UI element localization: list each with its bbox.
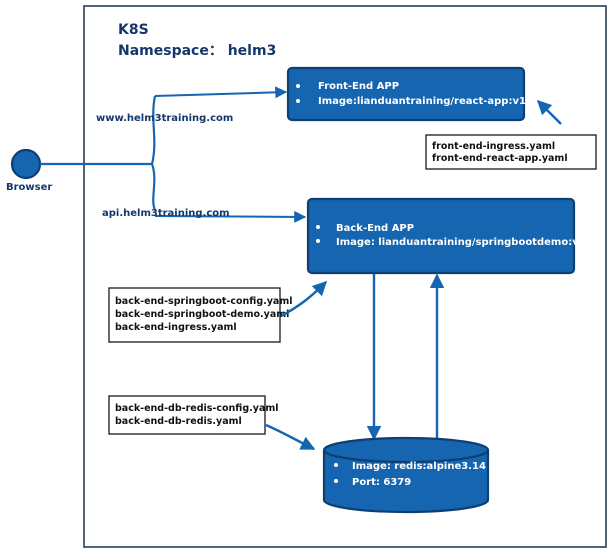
frontend-yaml-arrow (536, 99, 562, 125)
backend-yaml-config: back-end-springboot-config.yaml (115, 296, 292, 307)
redis-item-port: Port: 6379 (352, 477, 411, 488)
cluster-title: K8S (118, 22, 149, 38)
redis-yaml-arrow (265, 423, 316, 451)
bullet-icon (296, 99, 300, 103)
backend-item-name: Back-End APP (336, 223, 414, 234)
browser-label: Browser (6, 182, 52, 193)
www-route-arrow (154, 86, 288, 99)
browser-actor[interactable]: Browser (6, 148, 52, 193)
api-route-arrow (154, 210, 307, 223)
backend-yaml-ingress: back-end-ingress.yaml (115, 322, 237, 333)
api-route-label: api.helm3training.com (102, 208, 230, 219)
backend-app-box[interactable]: Back-End APP Image: lianduantraining/spr… (306, 197, 586, 275)
redis-yaml-note[interactable]: back-end-db-redis-config.yaml back-end-d… (108, 395, 279, 435)
cluster-boundary (83, 5, 607, 548)
bullet-icon (334, 479, 338, 483)
redis-yaml-deploy: back-end-db-redis.yaml (115, 416, 242, 427)
namespace-label: Namespace： helm3 (118, 43, 276, 59)
browser-icon (10, 148, 42, 180)
backend-yaml-arrow (280, 280, 328, 318)
www-route-label: www.helm3training.com (96, 113, 233, 124)
redis-item-image: Image: redis:alpine3.14 (352, 461, 486, 472)
frontend-yaml-note[interactable]: front-end-ingress.yaml front-end-react-a… (425, 134, 597, 170)
frontend-app-box[interactable]: Front-End APP Image:lianduantraining/rea… (286, 66, 526, 122)
frontend-item-name: Front-End APP (318, 81, 399, 92)
frontend-yaml-ingress: front-end-ingress.yaml (432, 141, 555, 152)
bullet-icon (296, 84, 300, 88)
bullet-icon (334, 463, 338, 467)
routing-brace (150, 95, 157, 211)
backend-yaml-note[interactable]: back-end-springboot-config.yaml back-end… (108, 287, 292, 343)
bullet-icon (316, 239, 320, 243)
bullet-icon (316, 225, 320, 229)
frontend-item-image: Image:lianduantraining/react-app:v1 (318, 96, 526, 107)
backend-item-image: Image: lianduantraining/springbootdemo:v… (336, 237, 586, 248)
redis-yaml-config: back-end-db-redis-config.yaml (115, 403, 279, 414)
backend-yaml-demo: back-end-springboot-demo.yaml (115, 309, 289, 320)
frontend-yaml-react-app: front-end-react-app.yaml (432, 153, 568, 164)
redis-database-cylinder[interactable]: Image: redis:alpine3.14 Port: 6379 (322, 436, 490, 514)
